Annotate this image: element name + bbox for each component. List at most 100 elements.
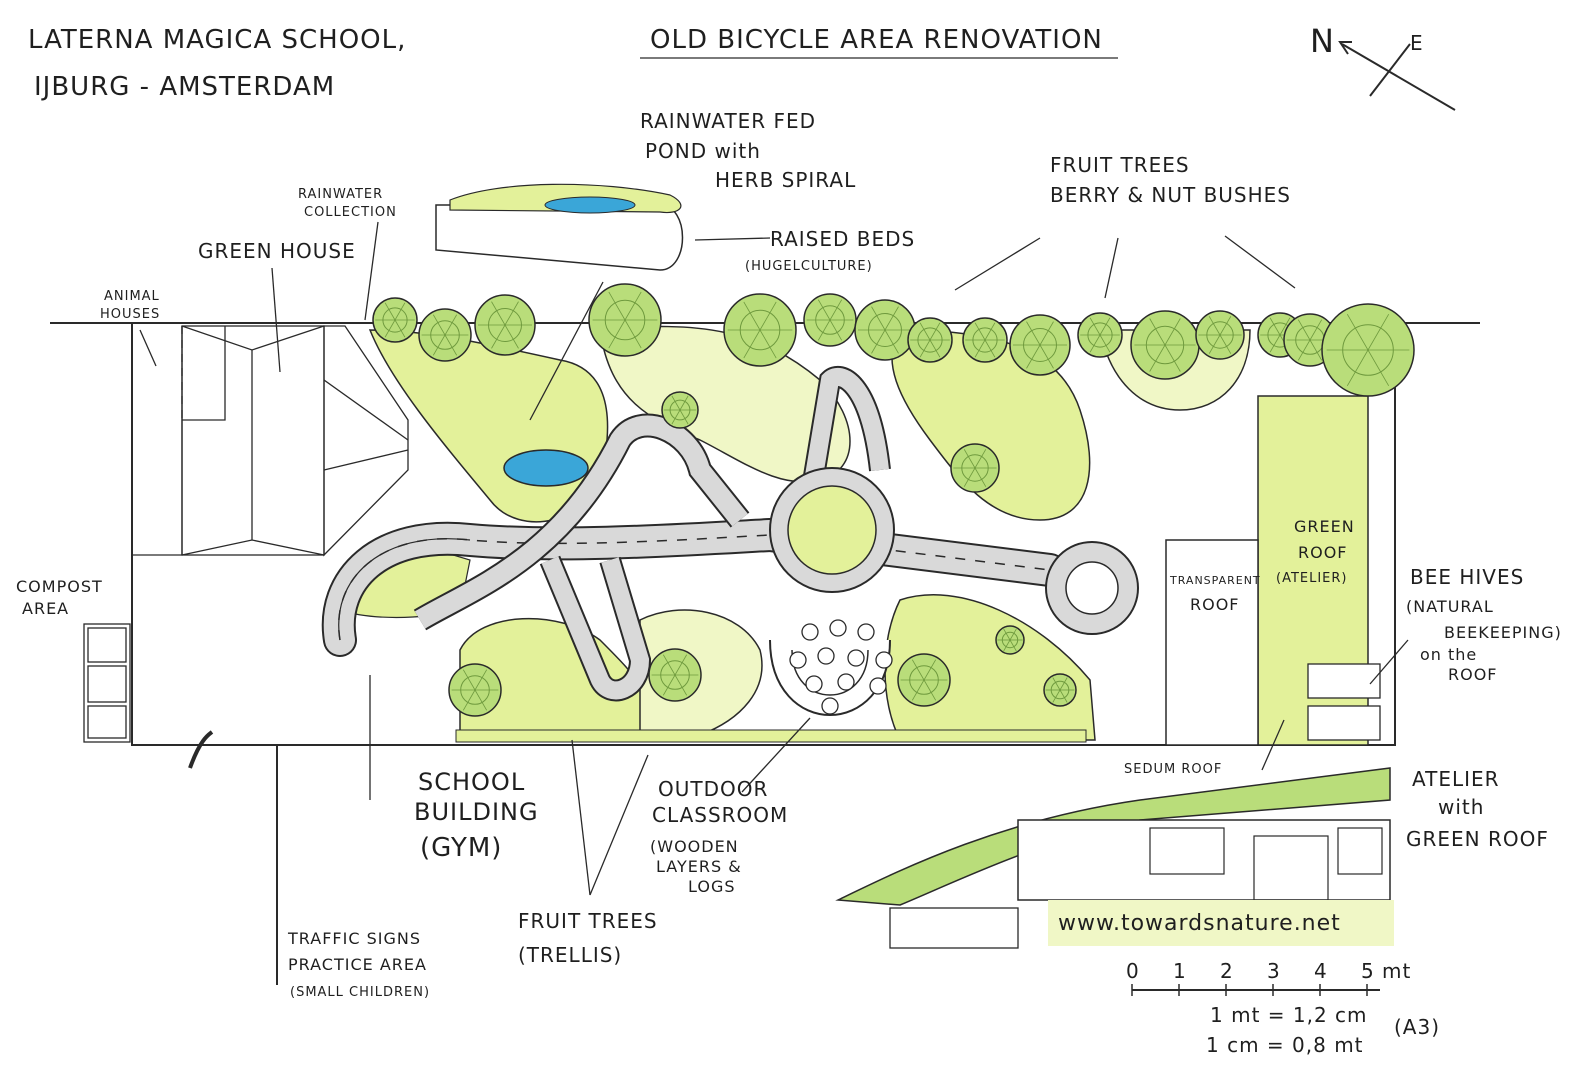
classroom-label-2: CLASSROOM [652, 803, 788, 827]
atelier-label-2: with [1438, 795, 1484, 819]
traffic-paths [321, 365, 1139, 702]
raised-bed-elevation [889, 907, 1019, 949]
tree [723, 293, 797, 367]
scale-tick-label: 3 [1267, 959, 1281, 983]
rainwater-collection-tank [323, 325, 409, 557]
arrow-greenhouse [271, 267, 281, 373]
log-seat [837, 673, 855, 691]
log-seat [869, 677, 887, 695]
loop-road [541, 556, 650, 700]
atelier-window-2 [1337, 827, 1383, 875]
bee-hive-1 [1307, 663, 1381, 699]
compost-label-2: AREA [22, 599, 69, 618]
website-label: www.towardsnature.net [1058, 911, 1341, 936]
transparent-roof [1165, 539, 1259, 746]
trellis-strip [455, 729, 1087, 743]
transparent-roof-label-1: TRANSPARENT [1169, 574, 1261, 587]
scale-unit: mt [1382, 959, 1411, 983]
school-name-line1: LATERNA MAGICA SCHOOL, [28, 25, 406, 55]
entrance-arrow [188, 730, 214, 769]
tree [372, 297, 418, 343]
atelier-plan [1165, 395, 1381, 746]
raised-bed-west [368, 329, 609, 523]
scale-line2: 1 cm = 0,8 mt [1206, 1033, 1364, 1057]
animal-houses [131, 326, 183, 556]
traffic-label-2: PRACTICE AREA [288, 955, 427, 974]
log-seat [875, 651, 893, 669]
arrow-raised-beds [694, 237, 771, 241]
scale-paper: (A3) [1394, 1015, 1440, 1039]
bee-hive-2 [1307, 705, 1381, 741]
traffic-label-1: TRAFFIC SIGNS [287, 929, 421, 948]
green-roof-label-3: (ATELIER) [1276, 571, 1348, 586]
animal-houses-label-1: ANIMAL [104, 289, 160, 304]
compost-frame [83, 623, 131, 743]
classroom-label-1: OUTDOOR [658, 777, 768, 801]
raised-bed-pond [544, 196, 636, 214]
north-loop-road [801, 367, 889, 502]
pond-label-2: POND with [645, 139, 761, 163]
raised-bed-wall [435, 204, 684, 271]
classroom-label-5: LOGS [688, 877, 736, 896]
compost-label-1: COMPOST [16, 577, 103, 596]
classroom-label-4: LAYERS & [656, 857, 742, 876]
compost-bin-3 [87, 705, 127, 739]
tree [950, 443, 1000, 493]
green-roof-label-2: ROOF [1298, 543, 1348, 562]
scale-tick-label: 1 [1173, 959, 1187, 983]
log-seat [821, 697, 839, 715]
log-seat [817, 647, 835, 665]
tree [1043, 673, 1077, 707]
bee-hives-label-5: ROOF [1448, 665, 1498, 684]
green-house-label: GREEN HOUSE [198, 239, 356, 263]
classroom-label-3: (WOODEN [650, 837, 739, 856]
arrow-fruit-1 [954, 237, 1041, 291]
animal-house-inner [182, 326, 226, 421]
arrow-trellis-1 [571, 739, 591, 896]
tree [1195, 310, 1245, 360]
log-seat [789, 651, 807, 669]
log-seat [805, 675, 823, 693]
pond [503, 449, 589, 487]
tree [1321, 303, 1415, 397]
compass-east: E [1410, 31, 1424, 55]
compass-north-arrow [1341, 43, 1456, 111]
pond-bed-sketch [435, 183, 684, 271]
arrow-classroom [741, 717, 811, 793]
log-seats [789, 619, 893, 715]
roundabout-east-island [1065, 561, 1119, 615]
pond-label-1: RAINWATER FED [640, 109, 816, 133]
roundabout-island [787, 485, 877, 575]
compass: N E [1310, 22, 1456, 111]
fruit-trees-and-bushes [372, 283, 1415, 717]
compass-east-arrow [1369, 43, 1411, 97]
pond-label-3: HERB SPIRAL [715, 168, 856, 192]
tree [588, 283, 662, 357]
outdoor-classroom [769, 619, 893, 716]
trellis-label-1: FRUIT TREES [518, 909, 658, 933]
classroom-inner-arc [791, 649, 869, 696]
compost-bin-1 [87, 627, 127, 663]
trellis-row [455, 729, 1087, 743]
compass-north: N [1310, 22, 1335, 60]
compost-bin-2 [87, 665, 127, 703]
traffic-label-3: (SMALL CHILDREN) [290, 985, 430, 1000]
website-banner [1048, 900, 1394, 946]
scale-tick-label: 5 [1361, 959, 1375, 983]
log-seat [829, 619, 847, 637]
tank-line [323, 379, 409, 441]
rainwater-label-1: RAINWATER [298, 187, 383, 202]
header: LATERNA MAGICA SCHOOL, IJBURG - AMSTERDA… [28, 25, 1118, 102]
raised-beds-label-1: RAISED BEDS [770, 227, 915, 251]
log-seat [847, 649, 865, 667]
arrow-rainwater [364, 221, 379, 321]
tree [448, 663, 502, 717]
tree [907, 317, 953, 363]
drawing-title: OLD BICYCLE AREA RENOVATION [650, 25, 1103, 55]
arrow-bees [1369, 639, 1409, 685]
scale-tick-label: 0 [1126, 959, 1140, 983]
atelier-elevation [835, 767, 1394, 949]
